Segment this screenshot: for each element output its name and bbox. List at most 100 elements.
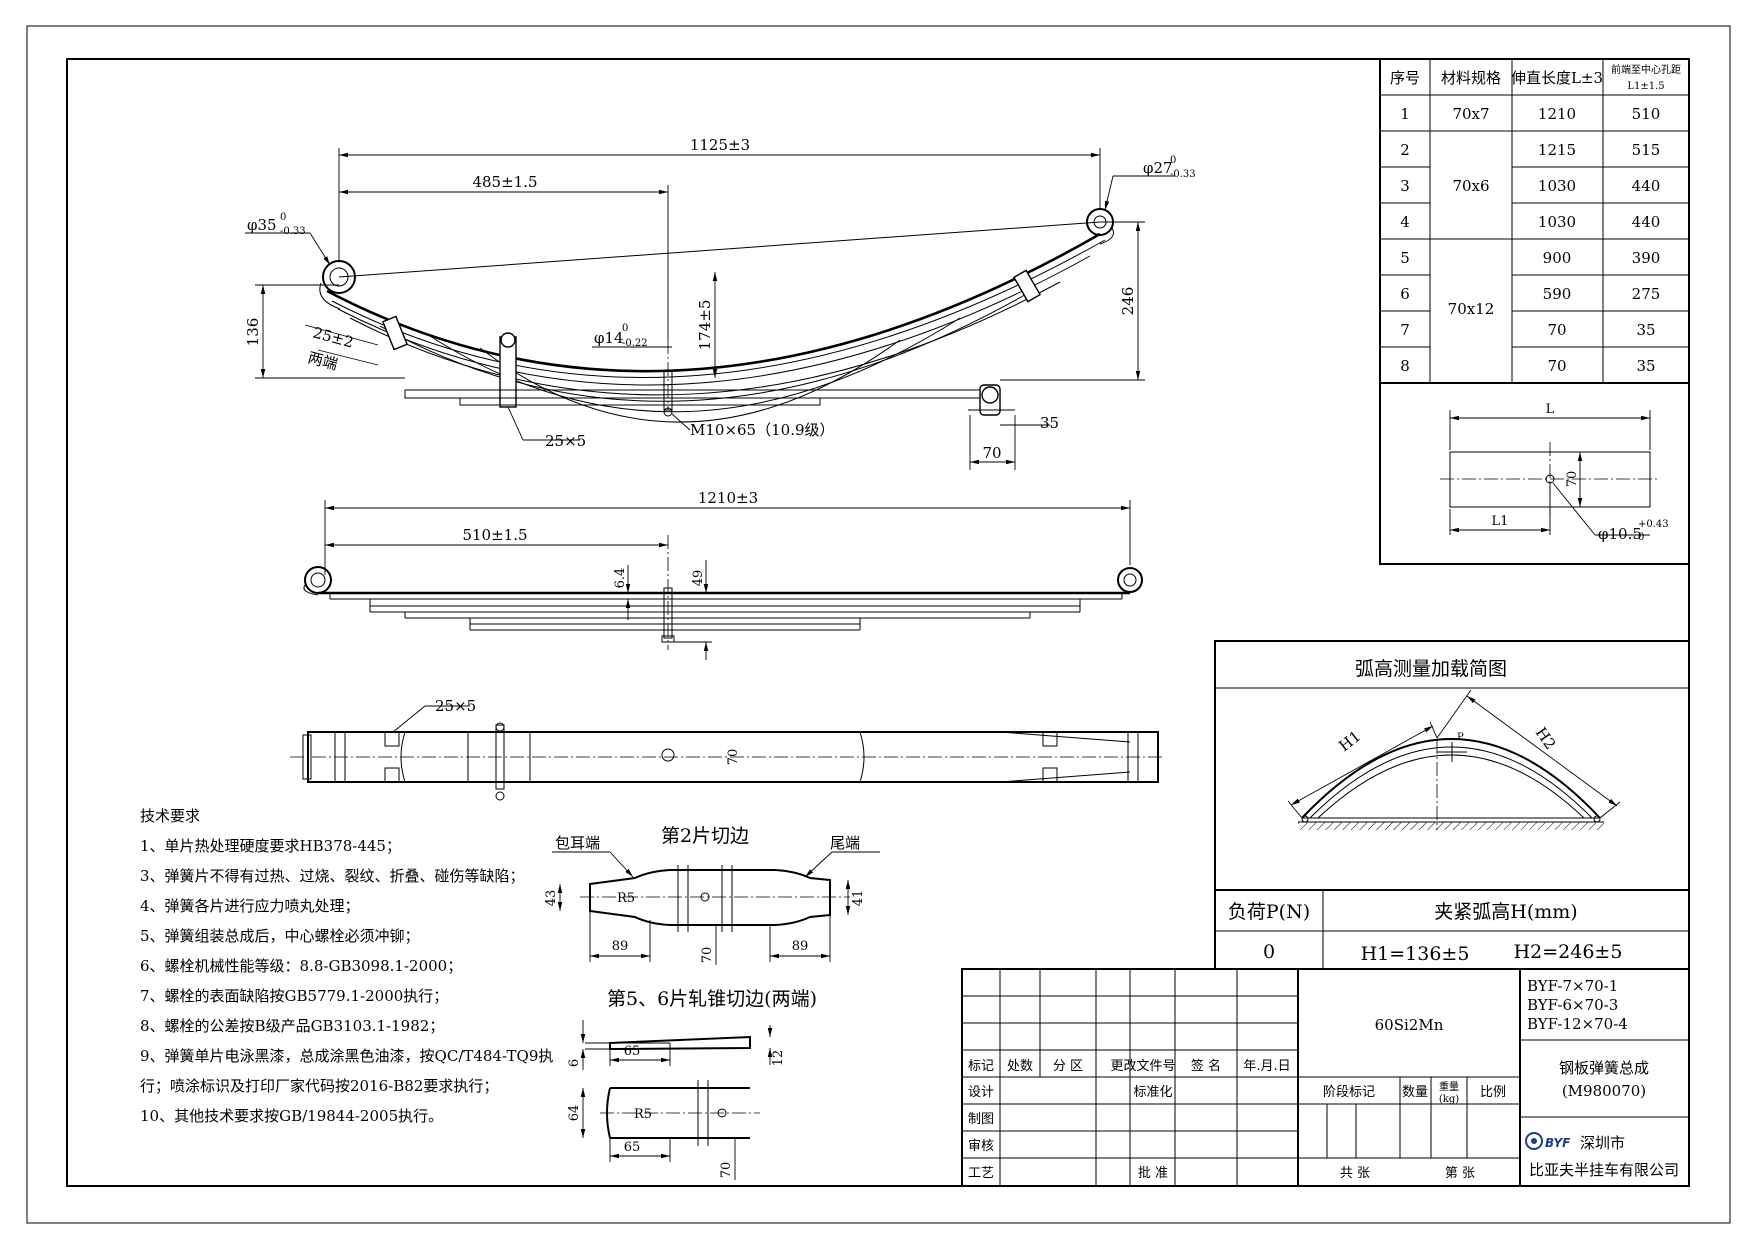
sign-header-count: 处数: [1007, 1059, 1033, 1074]
quantity-label: 数量: [1402, 1085, 1428, 1100]
role-process: 工艺: [968, 1166, 994, 1181]
spec-line-3: BYF-12×70-4: [1527, 1015, 1628, 1033]
side-dim-h-mid: 174±5: [696, 300, 714, 351]
side-dim-total: 1125±3: [690, 136, 750, 154]
rear-eye-tol-up: 0: [1170, 155, 1176, 166]
plan-width: 70: [726, 749, 741, 766]
tech-item-8: 8、螺栓的公差按B级产品GB3103.1-1982；: [140, 1017, 444, 1035]
table-header-spec: 材料规格: [1441, 69, 1501, 87]
detail2-eye-end: 包耳端: [555, 834, 600, 852]
rows-5-8-spec: 70x12: [1448, 300, 1495, 318]
role-standard: 标准化: [1133, 1085, 1172, 1100]
material-table: 序号 材料规格 伸直长度L±3 前端至中心孔距 L1±1.5 1 2 3 4 5…: [1379, 58, 1690, 565]
leaf-sketch: L L1 70 φ10.5 +0.43 0: [1440, 402, 1669, 543]
row-7-length: 70: [1547, 321, 1566, 339]
spec-line-1: BYF-7×70-1: [1527, 977, 1618, 995]
row-2-length: 1215: [1538, 141, 1576, 159]
arc-h2-label: H2: [1532, 724, 1560, 753]
row-8-no: 8: [1400, 357, 1410, 375]
row-5-length: 900: [1543, 249, 1572, 267]
detail2-title: 第2片切边: [661, 825, 749, 847]
row-1-no: 1: [1400, 105, 1410, 123]
detail56-len-bottom: 65: [624, 1140, 641, 1155]
weight-unit: (kg): [1439, 1094, 1459, 1105]
spring-side-view: 1125±3 485±1.5 φ35 0 -0.33 φ27 0 -0.33 1…: [244, 136, 1196, 470]
u-bolt-size: 25×5: [545, 432, 586, 450]
tech-item-9: 9、弹簧单片电泳黑漆，总成涂黑色油漆，按QC/T484-TQ9执: [140, 1047, 553, 1065]
row-1-spec: 70x7: [1452, 105, 1489, 123]
product-name: 钢板弹簧总成: [1559, 1059, 1649, 1077]
table-header-hole-tol: L1±1.5: [1627, 81, 1664, 92]
title-block: 标记 处数 分 区 更改文件号 签 名 年.月.日 设计 制图 审核 工艺 标准…: [961, 968, 1690, 1187]
row-1-hole: 510: [1632, 105, 1661, 123]
detail56-t-full: 12: [771, 1050, 786, 1067]
tech-title: 技术要求: [140, 807, 200, 825]
arc-h1-label: H1: [1335, 727, 1364, 755]
row-5-hole: 390: [1632, 249, 1661, 267]
detail2-radius: R5: [617, 891, 635, 906]
detail-leaf-2: 第2片切边 R5 包耳端 尾端 43 41 89 89 70: [544, 825, 880, 965]
bolt-tol-dn: -0.22: [622, 338, 648, 349]
center-bolt-spec: M10×65（10.9级）: [690, 421, 835, 439]
sketch-hole-label: φ10.5: [1598, 525, 1642, 543]
total-sheets: 共 张: [1340, 1166, 1370, 1181]
row-8-length: 70: [1547, 357, 1566, 375]
row-4-hole: 440: [1632, 213, 1661, 231]
tech-item-9-cont: 行；喷涂标识及打印厂家代码按2016-B82要求执行；: [140, 1077, 498, 1095]
detail56-width-2: 70: [719, 1162, 734, 1179]
row-4-length: 1030: [1538, 213, 1576, 231]
sheet-number: 第 张: [1445, 1166, 1475, 1181]
detail2-h-right: 41: [851, 890, 866, 907]
row-8-hole: 35: [1636, 357, 1655, 375]
sign-header-sign: 签 名: [1191, 1058, 1221, 1074]
detail2-width: 70: [700, 947, 715, 964]
table-header-hole: 前端至中心孔距: [1611, 63, 1681, 76]
bolt-dia: φ14: [594, 329, 624, 347]
side-dim-center: 485±1.5: [472, 173, 537, 191]
load-value: 0: [1263, 941, 1275, 963]
load-header: 负荷P(N): [1228, 901, 1310, 923]
scale-label: 比例: [1480, 1085, 1506, 1100]
flat-dim-stack: 49: [691, 570, 706, 587]
row-6-length: 590: [1543, 285, 1572, 303]
plan-clip-size: 25×5: [435, 697, 476, 715]
row-3-no: 3: [1400, 177, 1410, 195]
side-dim-h-front: 136: [244, 318, 262, 347]
role-approve: 批 准: [1138, 1166, 1168, 1181]
flat-dim-total: 1210±3: [698, 489, 758, 507]
arc-height-panel: 弧高测量加载简图 H1 H2 P 负荷P(N) 夹紧弧高H(mm) 0: [1214, 640, 1690, 970]
clip-both-ends: 两端: [306, 348, 340, 373]
inner-border: [66, 58, 1690, 1187]
detail56-len-top: 65: [624, 1044, 641, 1059]
tech-item-1: 1、单片热处理硬度要求HB378-445；: [140, 837, 401, 855]
detail56-t-end: 6: [567, 1059, 582, 1067]
detail56-title: 第5、6片轧锥切边(两端): [607, 988, 817, 1010]
arc-panel-title: 弧高测量加载简图: [1355, 658, 1507, 680]
stage-mark: 阶段标记: [1323, 1085, 1375, 1100]
spring-flat-view: 1210±3 510±1.5 6.4 49: [303, 489, 1143, 660]
row-4-no: 4: [1400, 213, 1410, 231]
clip-width-dim: 25±2: [311, 323, 355, 351]
front-eye-dia: φ35: [247, 216, 277, 234]
row-3-length: 1030: [1538, 177, 1576, 195]
arc-p-label: P: [1457, 732, 1464, 743]
weight-label: 重量: [1439, 1080, 1459, 1093]
sign-header-date: 年.月.日: [1243, 1059, 1290, 1074]
height-header: 夹紧弧高H(mm): [1434, 901, 1577, 923]
outer-border: [26, 25, 1731, 1224]
row-2-no: 2: [1400, 141, 1410, 159]
material-grade: 60Si2Mn: [1375, 1016, 1444, 1034]
tech-item-3: 3、弹簧片不得有过热、过烧、裂纹、折叠、碰伤等缺陷；: [140, 867, 525, 885]
detail2-tail-end: 尾端: [830, 834, 860, 852]
tech-item-10: 10、其他技术要求按GB/19844-2005执行。: [140, 1107, 443, 1125]
table-header-no: 序号: [1390, 69, 1420, 87]
drawing-number: (M980070): [1562, 1082, 1646, 1100]
sketch-l-label: L: [1546, 402, 1555, 417]
front-eye-tol-up: 0: [280, 212, 286, 223]
tech-requirements: 技术要求 1、单片热处理硬度要求HB378-445； 3、弹簧片不得有过热、过烧…: [140, 807, 553, 1125]
company-logo: BYF: [1525, 1132, 1571, 1150]
role-review: 审核: [968, 1139, 994, 1154]
spring-plan-view: 25×5 70: [290, 697, 1165, 801]
tech-item-7: 7、螺栓的表面缺陷按GB5779.1-2000执行；: [140, 987, 448, 1005]
